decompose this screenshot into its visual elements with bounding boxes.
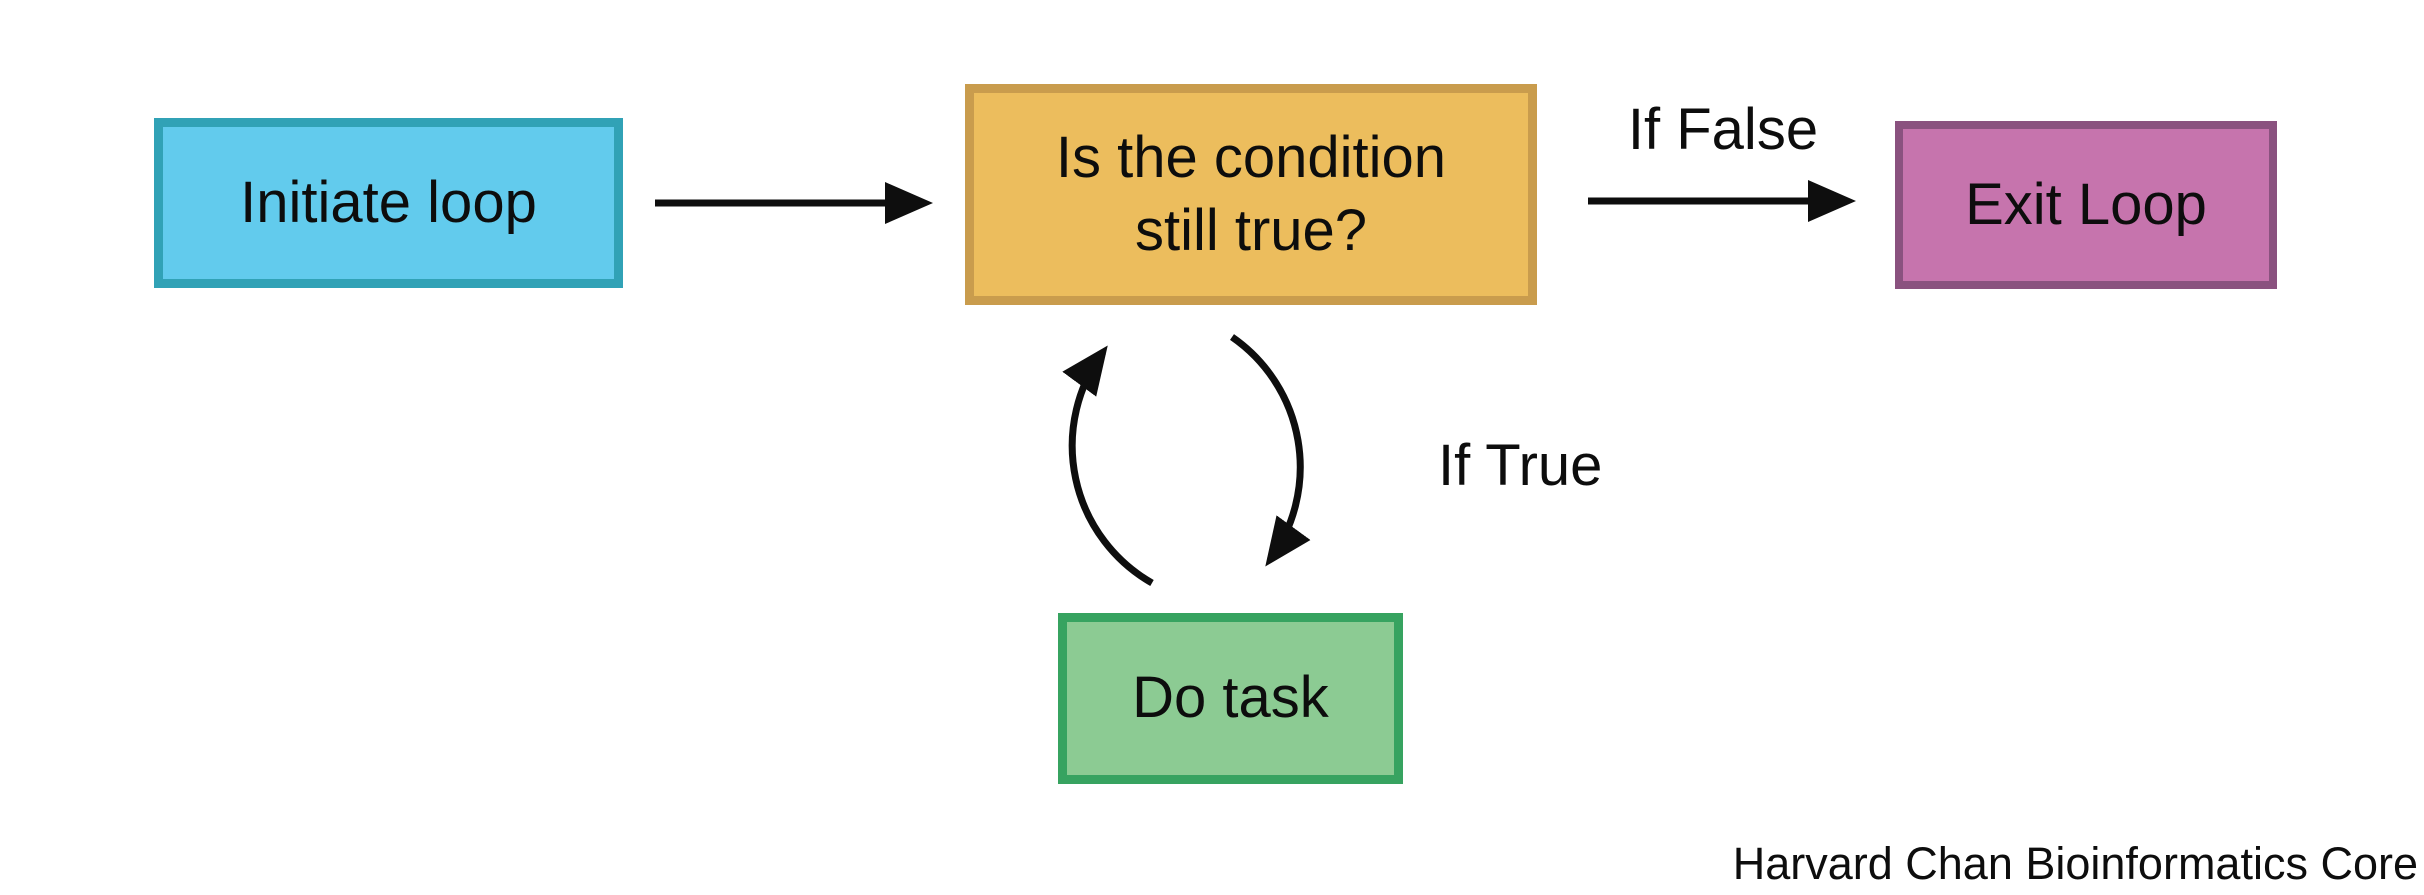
- node-condition: Is the condition still true?: [965, 84, 1537, 305]
- edge-label-if-true: If True: [1438, 433, 1603, 498]
- cycle-arrow-up-left: [1062, 345, 1154, 587]
- node-exit-loop-label: Exit Loop: [1965, 171, 2207, 237]
- node-condition-label: Is the condition still true?: [1055, 125, 1447, 263]
- node-do-task: Do task: [1058, 613, 1403, 784]
- node-initiate-loop-label: Initiate loop: [240, 169, 537, 235]
- edge-label-if-false: If False: [1627, 97, 1819, 162]
- attribution-text: Harvard Chan Bioinformatics Core: [1732, 838, 2418, 889]
- node-exit-loop: Exit Loop: [1895, 121, 2277, 289]
- node-initiate-loop: Initiate loop: [154, 118, 623, 288]
- cycle-arrow-down-right: [1230, 334, 1311, 567]
- node-do-task-label: Do task: [1132, 665, 1329, 731]
